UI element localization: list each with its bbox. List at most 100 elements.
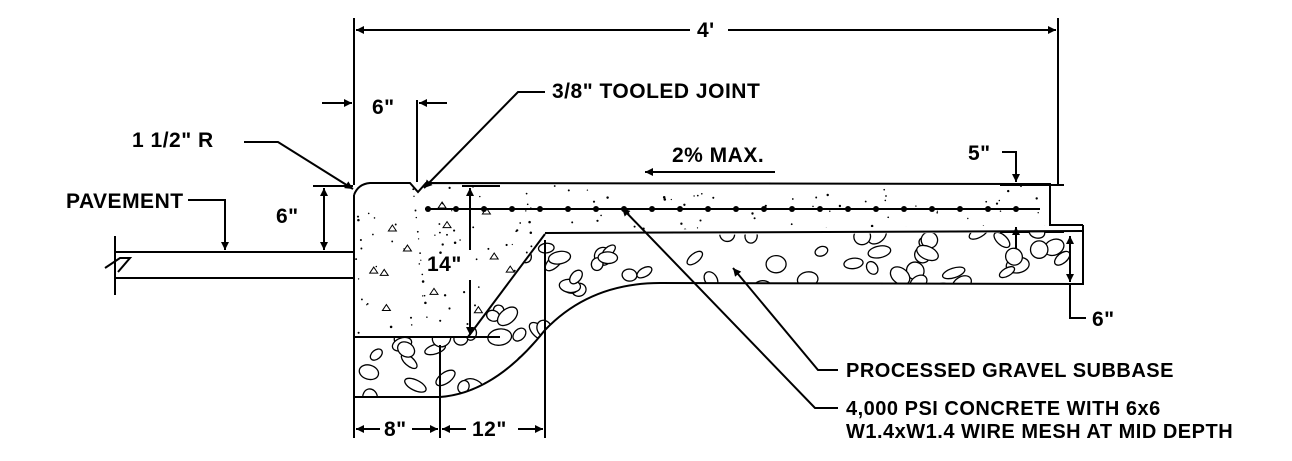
concrete-speck (688, 294, 690, 296)
gravel-stone (638, 356, 654, 370)
gravel-stone (674, 326, 701, 352)
concrete-speck (391, 240, 394, 243)
concrete-speck (1032, 323, 1036, 327)
gravel-stone (357, 291, 382, 304)
concrete-speck (693, 195, 695, 197)
concrete-speck (711, 246, 715, 250)
concrete-spec-line2: W1.4xW1.4 WIRE MESH AT MID DEPTH (846, 421, 1234, 443)
mesh-wire-dot (957, 206, 963, 212)
gravel-stone (759, 377, 786, 397)
gravel-stone (491, 379, 513, 397)
curb-depth-label: 14" (427, 253, 462, 276)
concrete-speck (451, 210, 453, 212)
concrete-speck (637, 308, 640, 311)
gravel-stone (1005, 292, 1028, 312)
concrete-speck (864, 200, 867, 203)
concrete-speck (409, 316, 413, 319)
concrete-speck (905, 226, 908, 229)
concrete-speck (747, 229, 751, 232)
concrete-aggregate (513, 293, 521, 299)
concrete-aggregate (370, 267, 378, 273)
gravel-stone (931, 342, 953, 360)
concrete-speck (861, 272, 865, 276)
concrete-speck (530, 245, 533, 248)
concrete-speck (1017, 305, 1020, 308)
concrete-speck (821, 291, 823, 293)
concrete-speck (936, 210, 939, 212)
gravel-stone (455, 232, 476, 248)
gravel-stone (433, 367, 457, 388)
concrete-speck (515, 230, 518, 233)
gravel-stone (1061, 302, 1083, 320)
concrete-speck (474, 304, 476, 307)
concrete-speck (1020, 185, 1022, 188)
gravel-stone (576, 342, 594, 360)
concrete-speck (754, 322, 756, 324)
concrete-speck (985, 268, 988, 271)
gravel-stone (667, 311, 686, 329)
gravel-stone (960, 323, 979, 341)
concrete-aggregate (403, 245, 411, 251)
gravel-stone (814, 245, 829, 258)
concrete-speck (522, 293, 526, 296)
gravel-stone (766, 255, 786, 273)
concrete-speck (1028, 276, 1031, 279)
concrete-speck (712, 196, 715, 199)
concrete-speck (683, 251, 686, 253)
concrete-speck (526, 203, 529, 206)
gravel-subbase-leader (733, 268, 838, 370)
concrete-speck (683, 228, 687, 232)
concrete-speck (415, 216, 417, 219)
concrete-speck (883, 188, 886, 191)
concrete-speck (1046, 256, 1050, 259)
gravel-stone (662, 376, 673, 388)
gravel-stone (494, 303, 521, 329)
concrete-speck (420, 259, 422, 261)
concrete-speck (830, 293, 834, 296)
gravel-stone (685, 249, 705, 268)
concrete-speck (357, 331, 360, 334)
gravel-stone (567, 268, 585, 286)
gravel-stone (494, 250, 509, 264)
concrete-speck (753, 217, 756, 220)
concrete-speck (699, 219, 702, 222)
tooled-joint-leader (424, 92, 545, 188)
subbase-depth-dimension (1066, 236, 1086, 318)
concrete-speck (1051, 312, 1053, 314)
gravel-stone (650, 373, 675, 396)
concrete-speck (414, 209, 417, 212)
gravel-stone (375, 275, 398, 291)
concrete-speck (825, 227, 828, 229)
concrete-speck (992, 264, 994, 267)
gravel-stone (818, 310, 843, 332)
gravel-stone (941, 317, 953, 327)
concrete-speck (974, 255, 976, 258)
concrete-speck (366, 303, 369, 305)
gravel-stone (979, 315, 1000, 334)
concrete-speck (416, 230, 419, 233)
concrete-aggregate (443, 222, 451, 228)
bottom-width-label: 8" (384, 418, 407, 441)
gravel-stone (843, 257, 863, 270)
concrete-speck (826, 193, 829, 197)
concrete-aggregate (474, 307, 482, 313)
gravel-stone (620, 310, 637, 325)
transition-width-label: 12" (472, 418, 507, 441)
gravel-stone (792, 334, 806, 346)
end-thickness-label: 5" (968, 142, 991, 165)
concrete-speck (633, 225, 636, 228)
concrete-speck (967, 217, 969, 220)
concrete-speck (511, 243, 513, 246)
gravel-subbase-label: PROCESSED GRAVEL SUBBASE (846, 360, 1174, 382)
concrete-speck (753, 229, 756, 231)
concrete-speck (747, 258, 750, 260)
concrete-aggregate (382, 305, 390, 311)
gravel-stone (633, 316, 659, 340)
gravel-stone (367, 281, 384, 298)
concrete-speck (1019, 274, 1021, 276)
concrete-speck (632, 316, 635, 319)
concrete-speck (528, 220, 531, 224)
concrete-speck (791, 198, 794, 200)
concrete-speck (708, 304, 711, 307)
